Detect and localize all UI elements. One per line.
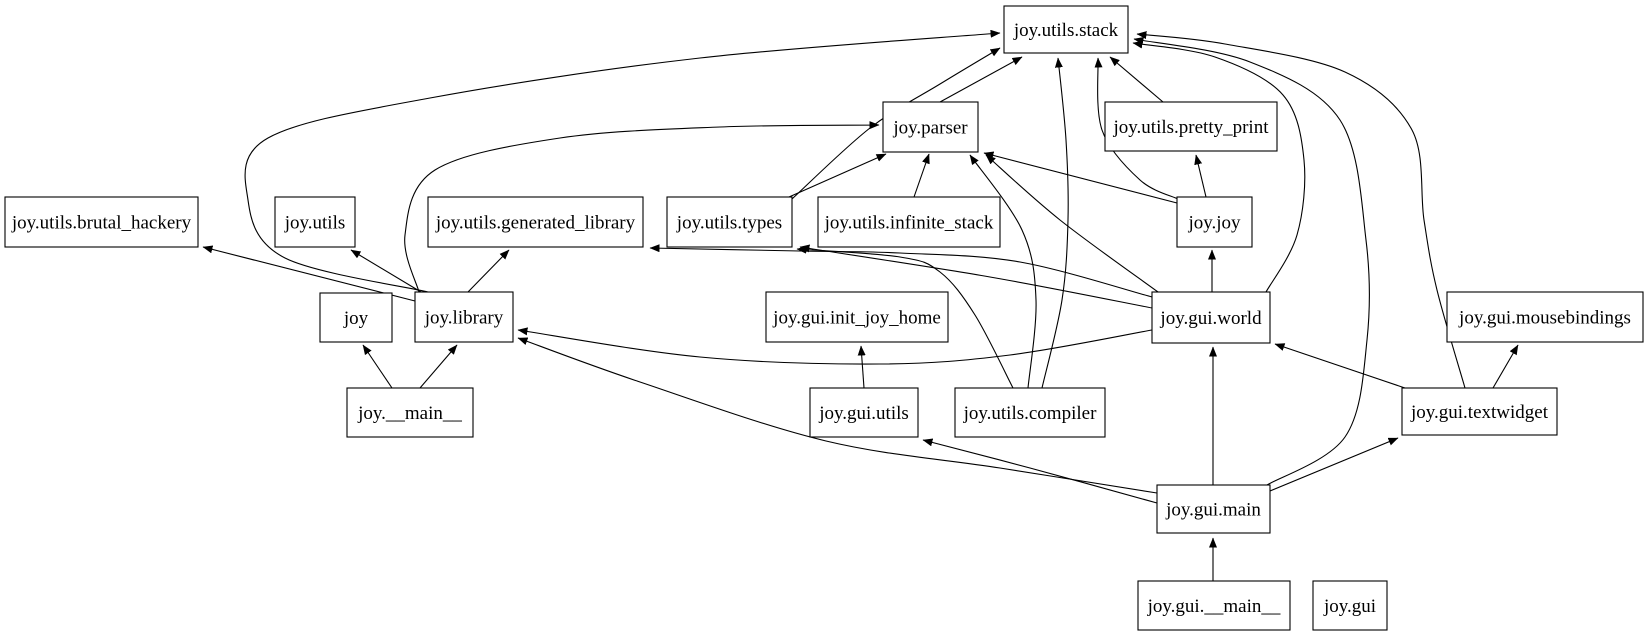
node-box-joy-library	[414, 291, 514, 343]
node-label-joy-parser: joy.parser	[892, 118, 968, 139]
edge-joy-joy-to-joy-utils-pretty-print	[1194, 154, 1207, 198]
node-joy-utils-brutal-hackery: joy.utils.brutal_hackery	[4, 196, 199, 248]
nodes-layer: joy.utils.stack joy.parser joy.utils.prett…	[4, 5, 1644, 631]
edge-joy-utils-compiler-to-joy-utils-types	[796, 245, 1014, 389]
node-label-joy-gui-utils: joy.gui.utils	[818, 403, 909, 424]
edge-joy-main-to-joy-library	[419, 344, 458, 389]
node-joy-utils: joy.utils	[274, 196, 356, 248]
node-joy-joy: joy.joy	[1176, 196, 1253, 248]
edge-joy-joy-to-joy-parser	[983, 151, 1178, 204]
node-label-joy-utils-infinite-stack: joy.utils.infinite_stack	[824, 213, 994, 234]
edge-joy-library-to-joy-utils-brutal-hackery	[202, 245, 416, 302]
edge-joy-utils-pretty-print-to-joy-utils-stack	[1109, 56, 1164, 103]
edge-joy-main-to-joy	[362, 344, 393, 389]
node-joy-gui-utils: joy.gui.utils	[809, 387, 919, 438]
node-box-joy-utils	[274, 196, 356, 248]
node-label-joy: joy	[343, 308, 369, 329]
node-box-joy-gui	[1312, 580, 1388, 631]
node-label-joy-main: joy.__main__	[357, 403, 462, 424]
edge-joy-gui-main-to-joy-gui-utils	[922, 438, 1158, 504]
edge-joy-gui-world-to-joy-library	[517, 327, 1153, 365]
node-joy-parser: joy.parser	[882, 101, 979, 153]
node-joy-gui-textwidget: joy.gui.textwidget	[1401, 387, 1558, 436]
edge-joy-gui-main-to-joy-utils-stack	[1133, 36, 1371, 486]
node-joy-utils-generated-library: joy.utils.generated_library	[427, 196, 644, 248]
edge-joy-utils-infinite-stack-to-joy-parser	[913, 153, 930, 198]
node-joy-utils-stack: joy.utils.stack	[1003, 5, 1129, 54]
node-label-joy-utils-brutal-hackery: joy.utils.brutal_hackery	[11, 213, 192, 234]
node-box-joy	[319, 292, 393, 343]
node-box-joy-main	[346, 387, 474, 438]
node-label-joy-utils-types: joy.utils.types	[676, 213, 782, 234]
node-label-joy-utils-generated-library: joy.utils.generated_library	[435, 213, 636, 234]
node-box-joy-utils-compiler	[954, 387, 1106, 438]
node-box-joy-gui-main	[1156, 484, 1271, 534]
node-joy-gui: joy.gui	[1312, 580, 1388, 631]
edge-joy-utils-compiler-to-joy-utils-stack	[1041, 57, 1069, 389]
edge-joy-library-to-joy-parser	[404, 121, 880, 293]
node-box-joy-utils-stack	[1003, 5, 1129, 54]
node-joy-gui-init-joy-home: joy.gui.init_joy_home	[765, 291, 949, 343]
node-label-joy-utils-pretty-print: joy.utils.pretty_print	[1113, 117, 1270, 138]
edge-joy-parser-to-joy-utils-stack	[939, 56, 1023, 103]
edge-joy-library-to-joy-utils	[350, 249, 422, 293]
edge-joy-gui-utils-to-joy-gui-init-joy-home	[857, 345, 866, 389]
node-label-joy-joy: joy.joy	[1187, 213, 1241, 234]
node-joy: joy	[319, 292, 393, 343]
edge-joy-library-to-joy-utils-stack	[244, 29, 1001, 293]
node-label-joy-gui: joy.gui	[1323, 596, 1376, 617]
node-box-joy-gui-world	[1151, 291, 1271, 344]
node-label-joy-gui-init-joy-home: joy.gui.init_joy_home	[772, 308, 941, 329]
node-label-joy-gui-world: joy.gui.world	[1159, 308, 1262, 329]
node-label-joy-utils-stack: joy.utils.stack	[1013, 20, 1119, 41]
node-box-joy-gui-main-module	[1137, 580, 1291, 631]
node-box-joy-gui-textwidget	[1401, 387, 1558, 436]
node-box-joy-gui-utils	[809, 387, 919, 438]
edge-joy-gui-textwidget-to-joy-gui-world	[1274, 343, 1406, 389]
node-box-joy-utils-brutal-hackery	[4, 196, 199, 248]
node-joy-main: joy.__main__	[346, 387, 474, 438]
node-box-joy-gui-init-joy-home	[765, 291, 949, 343]
node-box-joy-joy	[1176, 196, 1253, 248]
edge-joy-gui-main-to-joy-gui-textwidget	[1269, 437, 1399, 492]
node-label-joy-gui-main: joy.gui.main	[1165, 500, 1261, 521]
node-label-joy-library: joy.library	[424, 308, 504, 329]
node-joy-gui-main-module: joy.gui.__main__	[1137, 580, 1291, 631]
node-box-joy-gui-mousebindings	[1446, 291, 1644, 343]
node-box-joy-utils-types	[666, 196, 793, 248]
edge-joy-gui-main-to-joy-library	[517, 337, 1158, 494]
edge-joy-gui-textwidget-to-joy-utils-stack	[1136, 31, 1466, 389]
node-label-joy-gui-textwidget: joy.gui.textwidget	[1410, 402, 1549, 423]
node-joy-utils-compiler: joy.utils.compiler	[954, 387, 1106, 438]
edge-joy-gui-world-to-joy-parser	[985, 154, 1159, 293]
edge-joy-gui-world-to-joy-utils-types	[799, 244, 1153, 309]
edge-joy-library-to-joy-utils-generated-library	[467, 249, 510, 293]
edge-joy-gui-world-to-joy-utils-generated-library	[649, 244, 1153, 298]
node-box-joy-utils-infinite-stack	[817, 196, 1001, 248]
node-joy-utils-infinite-stack: joy.utils.infinite_stack	[817, 196, 1001, 248]
node-joy-gui-mousebindings: joy.gui.mousebindings	[1446, 291, 1644, 343]
node-box-joy-utils-generated-library	[427, 196, 644, 248]
node-label-joy-gui-mousebindings: joy.gui.mousebindings	[1458, 308, 1631, 329]
node-joy-utils-pretty-print: joy.utils.pretty_print	[1104, 101, 1278, 152]
node-label-joy-utils: joy.utils	[284, 213, 346, 234]
node-joy-library: joy.library	[414, 291, 514, 343]
node-joy-gui-world: joy.gui.world	[1151, 291, 1271, 344]
edge-joy-joy-to-joy-utils-stack	[1094, 57, 1179, 200]
node-box-joy-parser	[882, 101, 979, 153]
node-label-joy-gui-main-module: joy.gui.__main__	[1147, 596, 1281, 617]
edges-layer	[202, 29, 1519, 581]
node-box-joy-utils-pretty-print	[1104, 101, 1278, 152]
edge-joy-utils-compiler-to-joy-parser	[969, 154, 1037, 389]
node-joy-utils-types: joy.utils.types	[666, 196, 793, 248]
node-joy-gui-main: joy.gui.main	[1156, 484, 1271, 534]
edge-joy-gui-world-to-joy-utils-stack	[1132, 40, 1306, 293]
edge-joy-utils-types-to-joy-parser	[788, 153, 887, 198]
edge-joy-gui-textwidget-to-joy-gui-mousebindings	[1492, 344, 1519, 389]
node-label-joy-utils-compiler: joy.utils.compiler	[963, 403, 1097, 424]
